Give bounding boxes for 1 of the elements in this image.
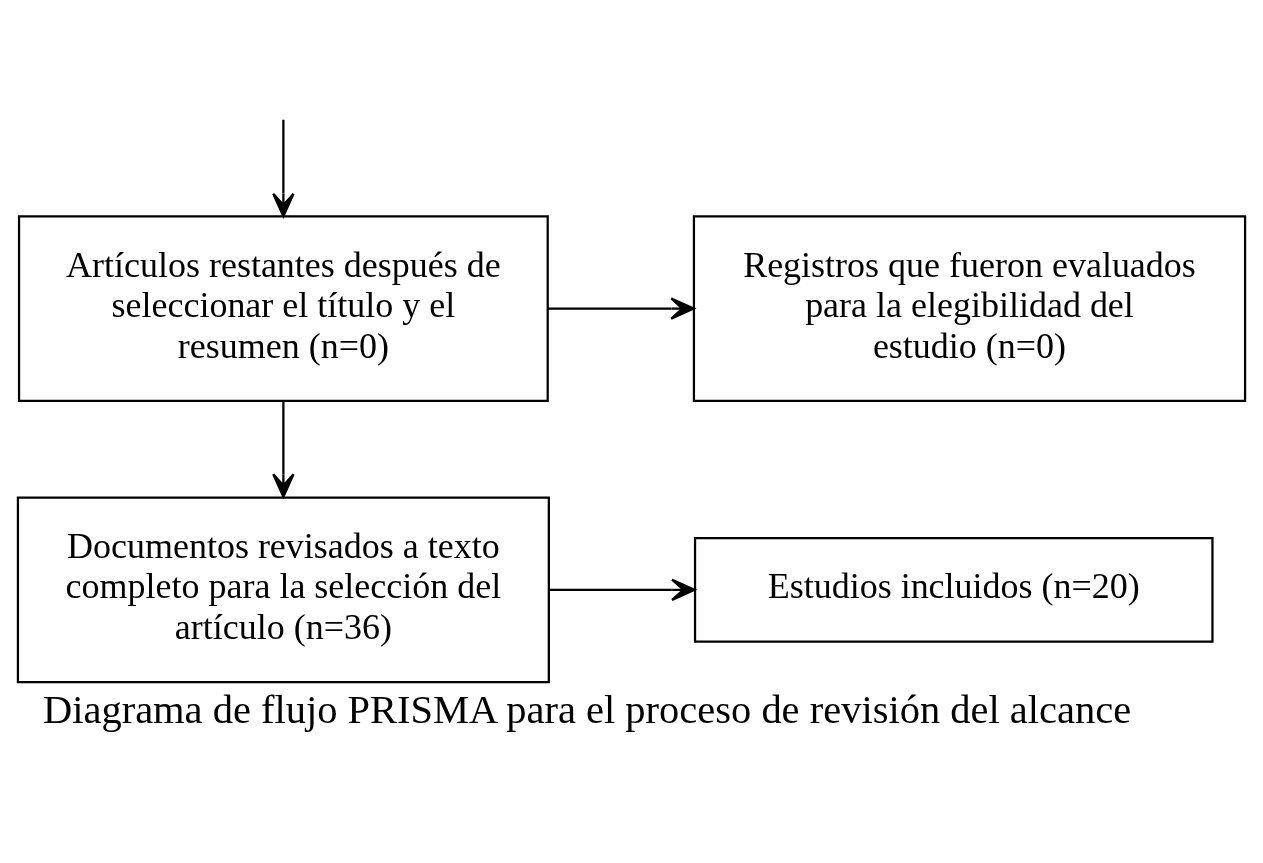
caption: Diagrama de flujo PRISMA para el proceso de revisión del alcance [42, 687, 1132, 733]
